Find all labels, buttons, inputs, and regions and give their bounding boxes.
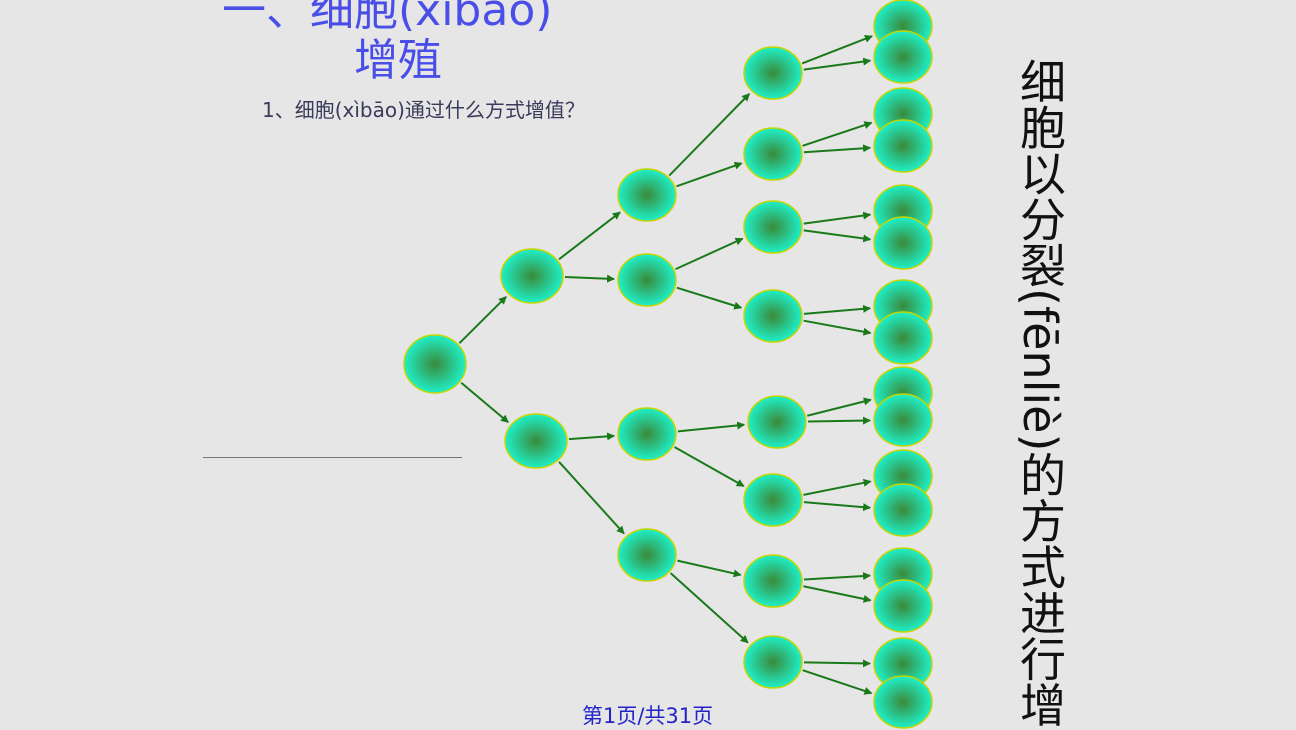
division-arrow xyxy=(802,121,873,147)
cell xyxy=(747,395,807,449)
division-arrow xyxy=(458,296,507,344)
cell xyxy=(873,483,933,537)
division-arrow xyxy=(675,237,744,271)
division-arrow xyxy=(802,669,873,695)
side-vertical-text: 细胞以分裂(fēnliè)的方式进行增 xyxy=(1013,58,1067,728)
cell xyxy=(743,127,803,181)
division-arrow xyxy=(803,229,872,243)
division-arrow xyxy=(676,161,743,188)
cell xyxy=(743,289,803,343)
division-arrow xyxy=(803,319,872,336)
division-arrow xyxy=(806,397,872,417)
division-arrow xyxy=(803,478,872,496)
cell xyxy=(873,30,933,84)
division-arrow xyxy=(803,659,872,668)
divider-line xyxy=(203,457,462,458)
cell xyxy=(873,119,933,173)
cell xyxy=(403,334,467,394)
division-arrow xyxy=(460,382,509,423)
division-arrow xyxy=(677,559,742,578)
division-arrow xyxy=(568,432,616,441)
cell xyxy=(873,579,933,633)
division-arrow xyxy=(803,501,872,512)
title-line-2: 增殖 xyxy=(354,35,442,86)
division-arrow xyxy=(676,286,743,310)
division-arrow xyxy=(677,421,746,433)
cell xyxy=(617,407,677,461)
cell xyxy=(873,393,933,447)
division-arrow xyxy=(558,211,621,261)
cell xyxy=(873,216,933,270)
cell xyxy=(743,473,803,527)
division-arrow xyxy=(558,461,625,535)
division-arrow xyxy=(803,572,872,581)
cell xyxy=(500,248,564,304)
division-arrow xyxy=(803,211,872,225)
division-arrow xyxy=(564,274,616,283)
cell xyxy=(873,675,933,729)
question-text: 1、细胞(xìbāo)通过什么方式增值？ xyxy=(262,98,585,122)
division-arrow xyxy=(801,35,873,65)
page-footer: 第1页/共31页 xyxy=(582,704,714,728)
division-arrow xyxy=(803,585,872,603)
division-arrow xyxy=(673,446,745,487)
division-arrow xyxy=(807,416,872,425)
division-arrow xyxy=(669,572,749,644)
slide-title: 一、细胞(xìbāo) 增殖 xyxy=(222,0,602,86)
division-arrow xyxy=(803,57,872,71)
cell xyxy=(504,413,568,469)
title-line-1: 一、细胞(xìbāo) xyxy=(222,0,553,36)
cell xyxy=(617,253,677,307)
cell xyxy=(617,528,677,582)
cell xyxy=(743,200,803,254)
cell xyxy=(873,311,933,365)
cell xyxy=(617,168,677,222)
cell xyxy=(743,635,803,689)
division-arrow xyxy=(803,304,872,315)
division-arrow xyxy=(668,93,751,177)
division-arrows xyxy=(458,35,873,695)
cell xyxy=(743,554,803,608)
cell xyxy=(743,46,803,100)
cells xyxy=(403,0,933,729)
division-arrow xyxy=(803,144,872,154)
